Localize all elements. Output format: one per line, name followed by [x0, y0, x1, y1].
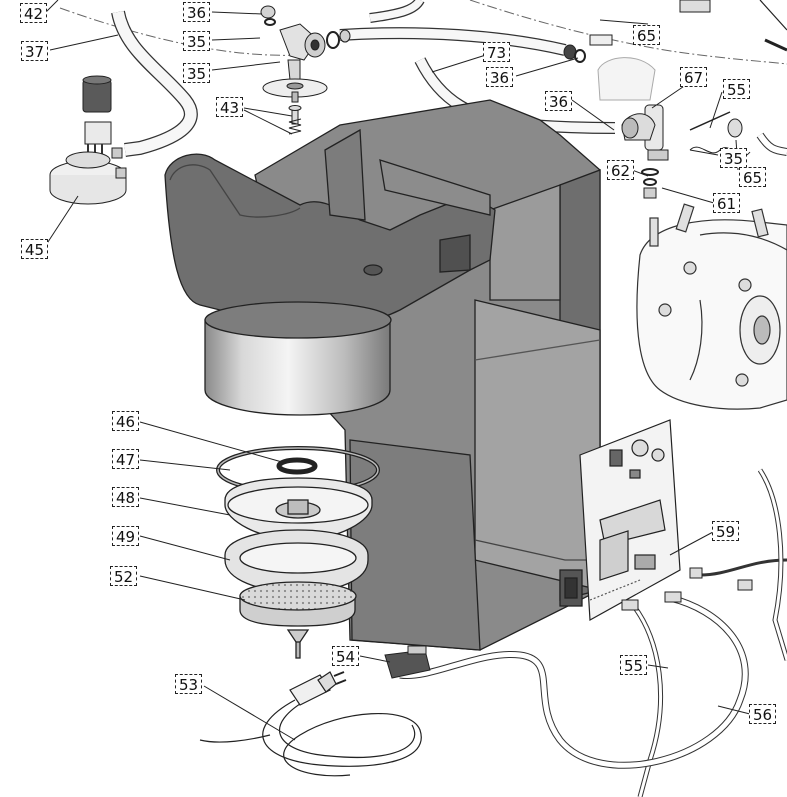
callout-67: 67	[680, 67, 708, 87]
callout-52: 52	[110, 566, 138, 586]
callout-42: 42	[20, 3, 48, 23]
callout-49: 49	[112, 526, 140, 546]
callout-47: 47	[112, 449, 140, 469]
callout-46: 46	[112, 411, 140, 431]
control-board	[579, 419, 681, 621]
sensor-assembly	[49, 75, 127, 205]
callout-65-top: 65	[633, 25, 661, 45]
callout-62: 62	[607, 160, 635, 180]
callout-35-mid: 35	[183, 63, 211, 83]
boiler-heater	[636, 203, 787, 410]
callout-36-center: 36	[545, 91, 573, 111]
callout-65-right: 65	[739, 167, 767, 187]
callout-73: 73	[483, 42, 511, 62]
wiring-harness	[399, 468, 787, 797]
callout-35-right: 35	[720, 148, 748, 168]
callout-55-bottom: 55	[620, 655, 648, 675]
leader-lines	[43, 0, 751, 741]
callout-55-top: 55	[723, 79, 751, 99]
brew-motor-cylinder	[204, 301, 392, 416]
callout-54: 54	[332, 646, 360, 666]
callout-36-right: 36	[486, 67, 514, 87]
callout-56: 56	[749, 704, 777, 724]
callout-59: 59	[712, 521, 740, 541]
power-cord	[199, 671, 422, 777]
valve-and-wires	[597, 0, 787, 199]
screw-and-spring	[288, 105, 302, 135]
brew-hopper	[164, 128, 496, 328]
callout-48: 48	[112, 487, 140, 507]
callout-43: 43	[216, 97, 244, 117]
gasket-ring-stack	[216, 446, 380, 659]
callout-45: 45	[21, 239, 49, 259]
callout-37: 37	[21, 41, 49, 61]
connectors	[384, 567, 753, 679]
callout-53: 53	[175, 674, 203, 694]
callout-61: 61	[713, 193, 741, 213]
callout-36-top: 36	[183, 2, 211, 22]
callout-35-top: 35	[183, 31, 211, 51]
top-fittings	[260, 5, 613, 103]
